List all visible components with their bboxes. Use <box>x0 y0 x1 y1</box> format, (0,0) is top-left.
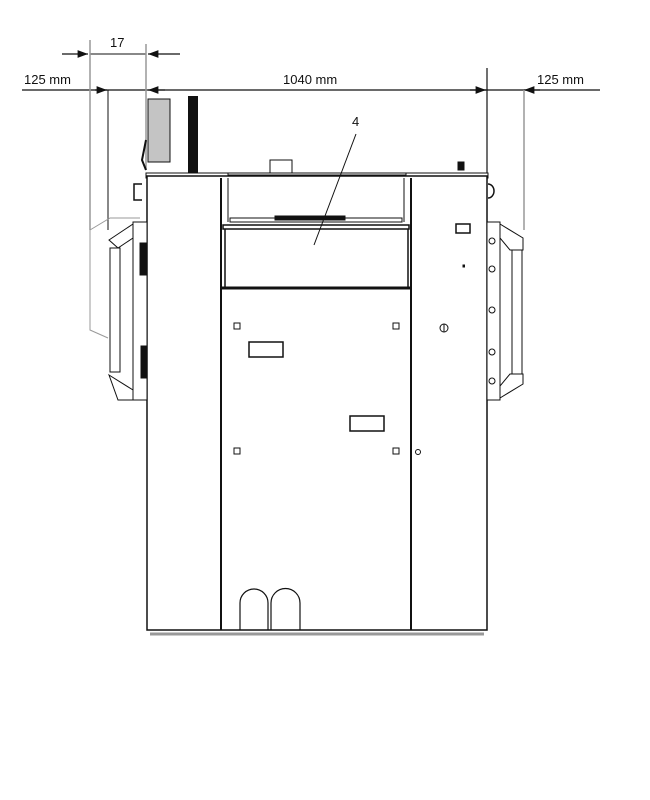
callout-4-label: 4 <box>352 114 360 129</box>
dim-left-clearance-label: 125 mm <box>24 72 71 87</box>
dim-right-clearance-label: 125 mm <box>537 72 584 87</box>
dim-width-label: 1040 mm <box>283 72 338 87</box>
callout-4-leader <box>313 133 357 246</box>
black-bar <box>188 96 198 174</box>
dim-offset-label: 17 <box>110 35 125 50</box>
right-handle <box>486 221 524 401</box>
extension-lines <box>89 40 525 230</box>
label-plate-1 <box>248 341 284 358</box>
gray-block <box>147 98 171 163</box>
dimension-lines <box>22 50 600 94</box>
machine-body <box>146 175 488 631</box>
left-handle <box>89 217 148 401</box>
label-plate-2 <box>349 415 385 432</box>
